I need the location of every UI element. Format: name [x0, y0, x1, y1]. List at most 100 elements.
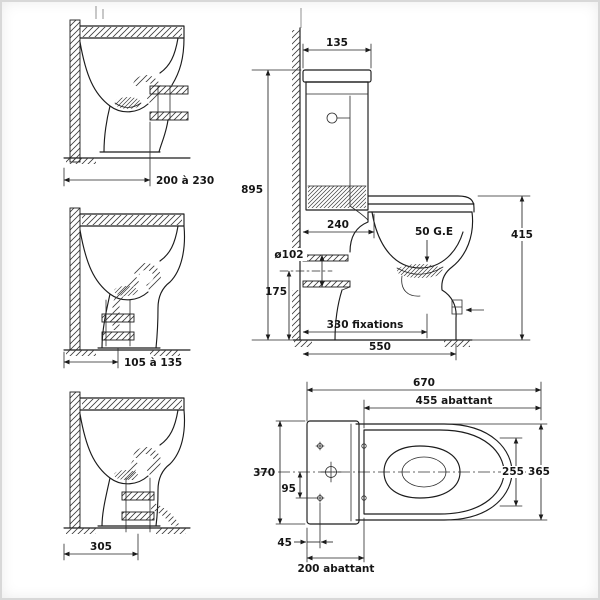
dim-hole-offset: 45 [277, 502, 333, 549]
seat-hinge-top [361, 443, 367, 449]
dim-seat-length: 455 abattant [363, 395, 542, 429]
dim-label-95: 95 [281, 483, 296, 495]
label-50-ge: 50 G.E [415, 226, 453, 238]
water-hatch [114, 470, 138, 480]
dim-label-240: 240 [327, 219, 349, 231]
outlet-pipe-wall-bottom [149, 111, 189, 121]
bowl-profile [79, 409, 186, 527]
dim-seat-hinge-distance: 200 abattant [298, 517, 374, 575]
section-view-top: 200 à 230 [63, 19, 214, 187]
cistern-lid [302, 69, 372, 83]
floor-hatch-left [66, 528, 96, 534]
wall-hatch [69, 207, 81, 351]
dim-fixings-distance: 330 fixations [302, 313, 428, 339]
bowl-inner-contour [401, 456, 447, 488]
dim-tank-width: 370 [253, 420, 306, 525]
outlet-ring-1 [121, 491, 155, 501]
dim-label-415: 415 [511, 229, 533, 241]
dim-label-45: 45 [277, 537, 292, 549]
dim-overall-depth: 550 [302, 341, 457, 361]
bowl-interior [371, 211, 464, 269]
floor-hatch-right [156, 528, 186, 534]
wall-hatch [69, 19, 81, 163]
floor-hatch [66, 158, 96, 164]
dim-label-895: 895 [241, 184, 263, 196]
wall-hatch [69, 391, 81, 529]
side-elevation-view: 135 895 240 ø102 175 50 G.E [241, 27, 536, 361]
cistern-body [305, 81, 369, 211]
dim-hole-spacing: 95 [281, 471, 317, 499]
water-hatch [114, 286, 138, 296]
scan-artifact-ticks [95, 6, 302, 28]
wall-hatch-upper [292, 30, 300, 252]
dim-label-550: 550 [369, 341, 391, 353]
dim-inner-width: 255 [499, 437, 525, 507]
bowl-water-line [396, 266, 444, 297]
dim-outlet-height: 175 [265, 270, 333, 341]
rim-hatch [82, 399, 182, 409]
dim-overall-width: 365 [449, 423, 553, 521]
flush-button-crosshair [320, 461, 342, 483]
dim-label-330-fixations: 330 fixations [327, 319, 404, 331]
dim-label-365: 365 [528, 466, 550, 478]
annotation-supply: 50 G.E [415, 226, 453, 263]
dim-tank-depth: 240 [302, 213, 375, 239]
dim-label-175: 175 [265, 286, 287, 298]
plan-view: 670 455 abattant 365 255 370 95 [253, 377, 553, 575]
fixing-hole-ticks [315, 441, 325, 503]
pipe-foot-connector [341, 286, 351, 291]
floor-hatch-left [66, 350, 96, 356]
trap-band [132, 75, 161, 104]
fixing-bracket [451, 299, 463, 315]
outlet-pipe-wall-bottom [302, 280, 351, 288]
bowl-water-hatch [397, 264, 443, 278]
dim-label-370: 370 [253, 467, 275, 479]
bowl-opening [383, 445, 461, 499]
dim-label-670: 670 [413, 377, 435, 389]
rim-hatch [82, 27, 182, 37]
cistern-plan [306, 420, 360, 525]
dim-bowl-height: 415 [477, 195, 536, 341]
section-view-middle: 105 à 135 [63, 207, 191, 369]
dim-outlet-offset-top: 200 à 230 [63, 121, 214, 187]
bowl-outer-profile [441, 211, 474, 341]
dim-label-200-230: 200 à 230 [156, 175, 214, 187]
dim-outlet-offset-middle: 105 à 135 [63, 347, 182, 369]
outlet-pipe-walls [125, 477, 151, 533]
section-view-bottom: 305 [63, 391, 191, 561]
seat-lid-lines [367, 195, 475, 213]
floor-hatch-right [150, 350, 180, 356]
outlet-elbow-band [150, 502, 180, 528]
floor-hatch-right [444, 340, 470, 347]
dim-overall-height: 895 [241, 69, 302, 341]
dim-label-255: 255 [502, 466, 524, 478]
floor-hatch-left [294, 340, 312, 347]
dim-outlet-diameter: ø102 [271, 248, 325, 288]
rim-lines [79, 213, 185, 227]
rim-lines [79, 25, 185, 39]
outlet-ring-1 [101, 313, 135, 323]
float-valve [326, 112, 338, 124]
dim-outlet-offset-bottom: 305 [63, 533, 139, 561]
outlet-ring-2 [101, 331, 135, 341]
rim-lines [79, 397, 185, 411]
trap-band [132, 263, 161, 292]
dim-label-455-abattant: 455 abattant [416, 395, 493, 407]
outlet-pipe-wall-top [302, 254, 349, 262]
bowl-profile [79, 37, 185, 153]
dim-label-135: 135 [326, 37, 348, 49]
seat-hinge-bottom [361, 495, 367, 501]
dim-label-105-135: 105 à 135 [124, 357, 182, 369]
wall-hatch-lower [292, 290, 300, 340]
rim-hatch [82, 215, 182, 225]
water-line [114, 102, 142, 108]
bowl-profile [79, 225, 186, 349]
outlet-pipe-wall-top [149, 85, 189, 95]
dim-label-305: 305 [90, 541, 112, 553]
trap-band [132, 447, 161, 476]
dim-label-o102: ø102 [274, 249, 303, 261]
outlet-joints [157, 85, 171, 121]
dim-tank-top-width: 135 [302, 37, 372, 69]
